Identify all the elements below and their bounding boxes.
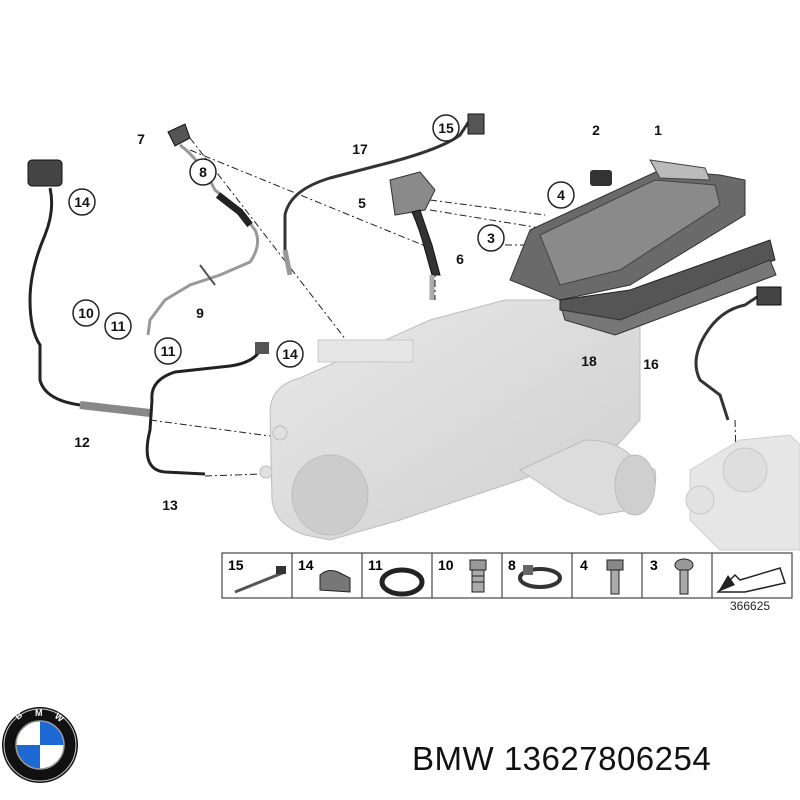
callout-circle-c3 (477, 224, 505, 252)
legend-label-11: 11 (368, 557, 383, 573)
legend-label-15: 15 (228, 557, 244, 573)
callout-label-c1: 1 (654, 122, 662, 138)
image-number: 366625 (730, 599, 770, 613)
callout-circle-c11b (154, 337, 182, 365)
bolt-icon (606, 559, 624, 595)
screw-icon (674, 558, 694, 595)
svg-text:M: M (35, 708, 43, 718)
cable-tie-icon (234, 566, 286, 594)
parts-legend: 15 14 11 10 8 4 3 (221, 552, 793, 613)
callout-label-c18: 18 (581, 353, 597, 369)
callout-circle-c11a (104, 312, 132, 340)
particulate-filter-housing (259, 299, 657, 541)
svg-text:B: B (13, 709, 25, 721)
callout-circle-c14a (68, 188, 96, 216)
exhaust-temp-sensor-13 (145, 342, 269, 476)
bracket-assembly (509, 159, 777, 336)
callout-label-c4: 4 (557, 187, 565, 203)
gasket-ring-icon (379, 567, 425, 597)
callout-label-c14b: 14 (282, 346, 298, 362)
callout-circle-c14b (276, 340, 304, 368)
hollow-bolt-icon (469, 559, 487, 593)
callout-label-c11b: 11 (161, 343, 176, 359)
callout-label-c14a: 14 (74, 194, 90, 210)
direction-arrow-icon (716, 567, 786, 593)
hose-clamp-icon (518, 565, 562, 589)
oxygen-sensor-12 (27, 159, 151, 417)
legend-label-4: 4 (580, 557, 588, 573)
brand-name: BMW (412, 740, 495, 777)
bmw-logo: B M W (2, 707, 78, 783)
callout-label-c11a: 11 (111, 318, 126, 334)
legend-label-14: 14 (298, 557, 314, 573)
exhaust-temp-sensor-16 (694, 286, 782, 421)
part-caption: BMW 13627806254 (412, 740, 711, 778)
clip-icon (319, 570, 351, 593)
exhaust-temp-sensor-17 (282, 113, 485, 276)
callout-label-c17: 17 (352, 141, 368, 157)
callout-circle-c4 (547, 181, 575, 209)
pressure-sensor (389, 171, 441, 300)
callout-label-c12: 12 (74, 434, 90, 450)
callout-label-c6: 6 (456, 251, 464, 267)
callout-label-c10: 10 (78, 305, 94, 321)
callout-label-c5: 5 (358, 195, 366, 211)
legend-label-8: 8 (508, 557, 516, 573)
callout-label-c16: 16 (643, 356, 659, 372)
callout-label-c2: 2 (592, 122, 600, 138)
callout-label-c7: 7 (137, 131, 145, 147)
legend-label-3: 3 (650, 557, 658, 573)
callout-circle-c15 (432, 114, 460, 142)
part-number: 13627806254 (503, 740, 712, 777)
callout-label-c15: 15 (438, 120, 454, 136)
callout-label-c8: 8 (199, 164, 207, 180)
callout-circle-c8 (189, 158, 217, 186)
callout-label-c13: 13 (162, 497, 178, 513)
engine-block (685, 434, 800, 551)
callout-circle-c10 (72, 299, 100, 327)
callout-label-c3: 3 (487, 230, 495, 246)
callout-label-c9: 9 (196, 305, 204, 321)
legend-label-10: 10 (438, 557, 454, 573)
exhaust-temp-sensor-7 (146, 123, 260, 336)
